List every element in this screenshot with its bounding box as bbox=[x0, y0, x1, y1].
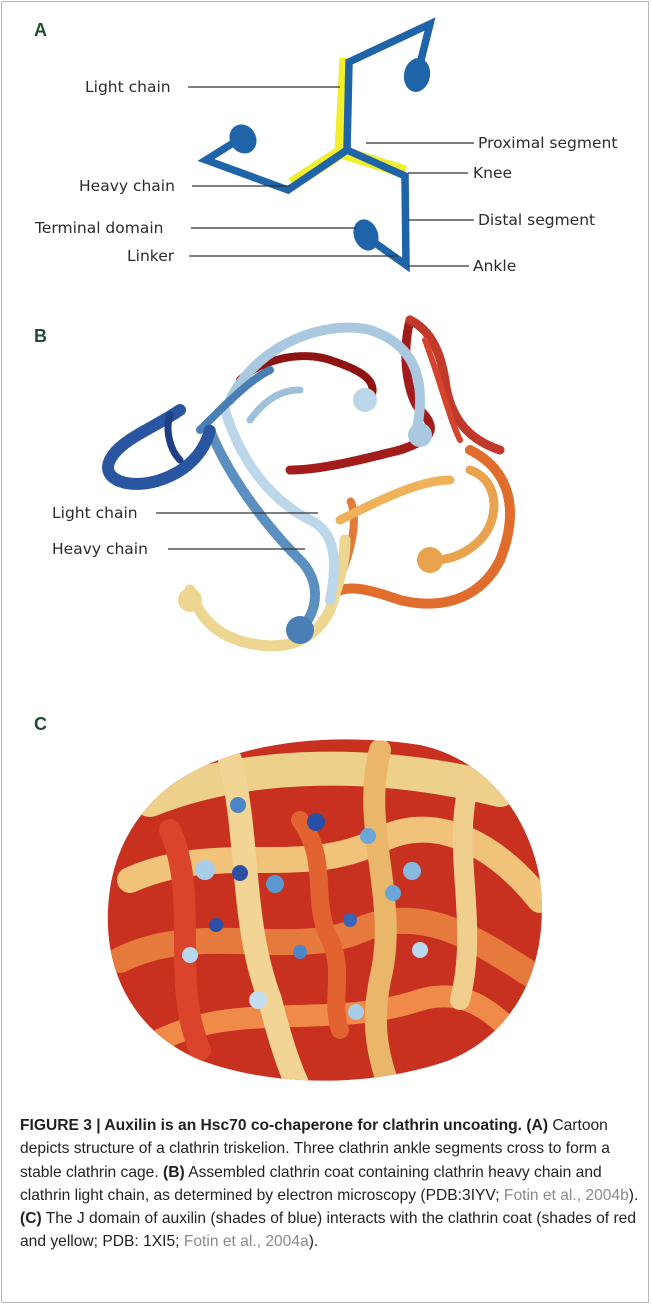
caption-b-tag: (B) bbox=[163, 1164, 185, 1181]
label-a-proximal-segment: Proximal segment bbox=[478, 134, 617, 152]
label-a-knee: Knee bbox=[473, 164, 512, 182]
caption-b-end: ). bbox=[629, 1187, 639, 1204]
caption-title: FIGURE 3 | Auxilin is an Hsc70 co-chaper… bbox=[20, 1117, 522, 1134]
caption-c-end: ). bbox=[309, 1233, 319, 1250]
label-a-light-chain: Light chain bbox=[85, 78, 171, 96]
caption-a-tag: (A) bbox=[526, 1117, 548, 1134]
caption-c-tag: (C) bbox=[20, 1210, 42, 1227]
label-a-linker: Linker bbox=[127, 247, 175, 265]
label-a-ankle: Ankle bbox=[473, 257, 516, 275]
cage-strand-yellow bbox=[190, 540, 345, 646]
label-a-distal-segment: Distal segment bbox=[478, 211, 595, 229]
label-b-heavy-chain: Heavy chain bbox=[52, 540, 148, 558]
panel-a-diagram: Light chain Heavy chain Terminal domain … bbox=[0, 0, 652, 300]
caption-c-text: The J domain of auxilin (shades of blue)… bbox=[20, 1210, 636, 1250]
figure-caption: FIGURE 3 | Auxilin is an Hsc70 co-chaper… bbox=[20, 1114, 640, 1254]
panel-b-structure: Light chain Heavy chain bbox=[0, 300, 652, 680]
cage-strand-darkblue bbox=[108, 410, 210, 484]
label-a-terminal-domain: Terminal domain bbox=[34, 219, 163, 237]
cage-strand-lightblue bbox=[230, 328, 420, 440]
terminal-domain-blobs-b bbox=[417, 547, 443, 573]
panel-c-cage bbox=[0, 725, 652, 1085]
label-b-light-chain: Light chain bbox=[52, 504, 138, 522]
label-a-heavy-chain: Heavy chain bbox=[79, 177, 175, 195]
caption-c-reference-link[interactable]: Fotin et al., 2004a bbox=[184, 1233, 309, 1250]
cage-strand-blue bbox=[210, 430, 315, 630]
caption-b-reference-link[interactable]: Fotin et al., 2004b bbox=[504, 1187, 629, 1204]
